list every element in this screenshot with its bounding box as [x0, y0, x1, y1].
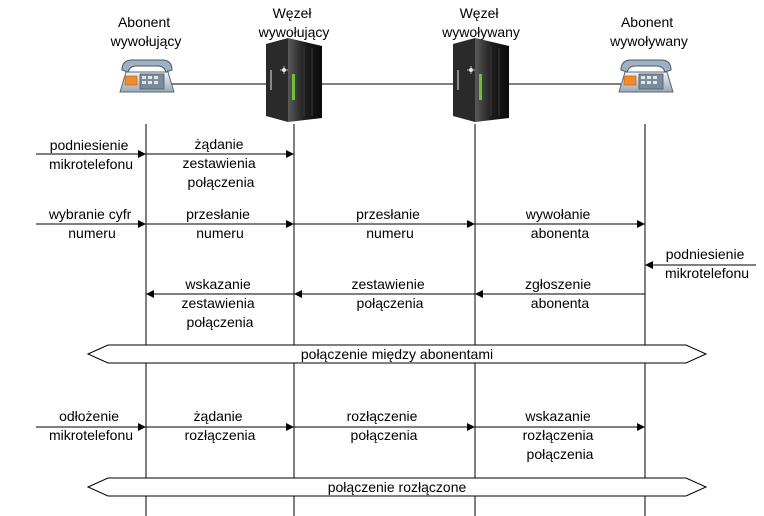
message-forward-number-1-label: przesłanie numeru	[186, 206, 254, 241]
connected-band	[86, 344, 708, 364]
message-ring-subscriber-label: wywołanie abonenta	[525, 206, 594, 241]
disconnected-band	[86, 477, 708, 497]
connected-band-label: połączenie między abonentami	[301, 346, 493, 362]
server-icon	[266, 38, 322, 122]
participant-caller-label: Abonent wywołujący	[110, 14, 182, 49]
telephone-icon	[618, 59, 674, 93]
disconnected-band-label: połączenie rozłączone	[328, 479, 467, 495]
message-connection-established-label: zestawienie połączenia	[351, 276, 428, 311]
message-lift-handset-callee-label: podniesienie mikrotelefonu	[665, 246, 749, 281]
message-connection-indication-label: wskazanie zestawienia połączenia	[181, 276, 258, 330]
message-release-connection-label: rozłączenie połączenia	[347, 408, 422, 443]
message-hang-up-label: odłożenie mikrotelefonu	[49, 408, 133, 443]
participant-callee-label: Abonent wywoływany	[609, 14, 688, 49]
message-forward-number-2-label: przesłanie numeru	[356, 206, 424, 241]
server-icon	[453, 38, 509, 122]
telephone-icon	[119, 59, 175, 93]
participant-callee-node-label: Węzeł wywoływany	[441, 5, 520, 40]
message-release-request-label: żądanie rozłączenia	[185, 408, 256, 443]
message-connection-request-label: żądanie zestawienia połączenia	[182, 136, 259, 190]
message-dial-number-label: wybranie cyfr numeru	[48, 206, 135, 241]
participant-caller-node-label: Węzeł wywołujący	[258, 5, 330, 40]
message-lift-handset-caller-label: podniesienie mikrotelefonu	[49, 137, 133, 172]
message-subscriber-answer-label: zgłoszenie abonenta	[525, 276, 595, 311]
message-release-indication-label: wskazanie rozłączenia połączenia	[523, 408, 598, 462]
